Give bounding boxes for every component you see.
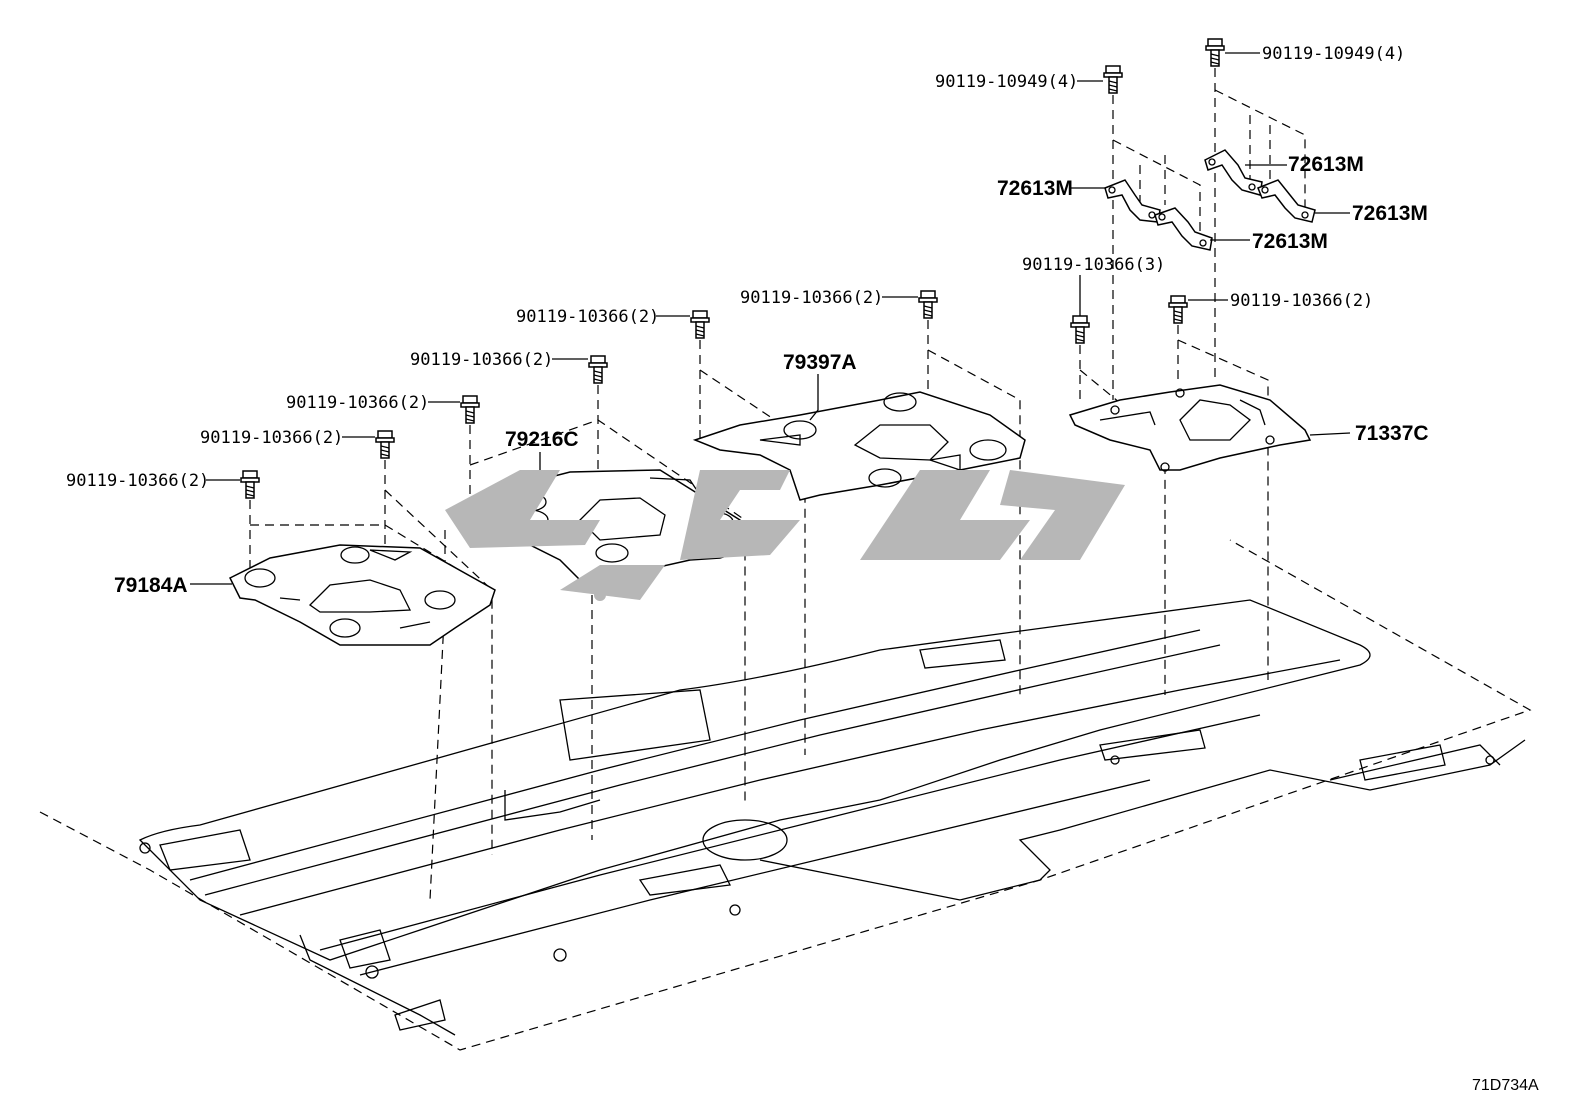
bolt-label: 90119-10366(2) [286, 393, 429, 413]
underbody-floor [39, 539, 1532, 1051]
bolt-label: 90119-10366(2) [516, 307, 659, 327]
diagram-reference-code: 71D734A [1472, 1077, 1539, 1094]
part-79184A[interactable] [228, 544, 496, 646]
bolt-label: 90119-10366(2) [66, 471, 209, 491]
part-label-71337C: 71337C [1355, 422, 1429, 445]
bolt-icon [460, 395, 480, 424]
bolt-label: 90119-10366(3) [1022, 255, 1165, 275]
bolt-icon [1103, 65, 1123, 94]
bolt-icon [1070, 315, 1090, 344]
bolt-labels: 90119-10366(2) 90119-10366(2) 90119-1036… [66, 44, 1405, 491]
bolt-icon [1168, 295, 1188, 324]
assembly-dash-lines [249, 68, 1306, 901]
bolt-icon [918, 290, 938, 319]
part-label-79216C: 79216C [505, 428, 579, 451]
bolt-icon [240, 470, 260, 499]
part-label-72613M: 72613M [997, 177, 1073, 200]
part-label-72613M: 72613M [1288, 153, 1364, 176]
watermark-logo [445, 470, 1125, 601]
bracket-72613M-upper[interactable] [1204, 149, 1263, 196]
bolt-icon [690, 310, 710, 339]
bracket-72613M-right[interactable] [1257, 179, 1316, 223]
bolt-label: 90119-10366(2) [200, 428, 343, 448]
bracket-72613M-middle[interactable] [1154, 207, 1213, 251]
bolt-icon [1205, 38, 1225, 67]
part-71337C[interactable] [1068, 384, 1312, 472]
bolt-label: 90119-10366(2) [740, 288, 883, 308]
bolt-icons [240, 38, 1225, 499]
part-label-79184A: 79184A [114, 574, 188, 597]
bolt-label: 90119-10949(4) [935, 72, 1078, 92]
part-labels: 79184A 79216C 79397A 71337C 72613M 72613… [114, 153, 1429, 597]
bolt-icon [588, 355, 608, 384]
bolt-label: 90119-10366(2) [1230, 291, 1373, 311]
part-label-79397A: 79397A [783, 351, 857, 374]
bolt-label: 90119-10366(2) [410, 350, 553, 370]
bolt-label: 90119-10949(4) [1262, 44, 1405, 64]
part-label-72613M: 72613M [1352, 202, 1428, 225]
part-label-72613M: 72613M [1252, 230, 1328, 253]
bolt-icon [375, 430, 395, 459]
